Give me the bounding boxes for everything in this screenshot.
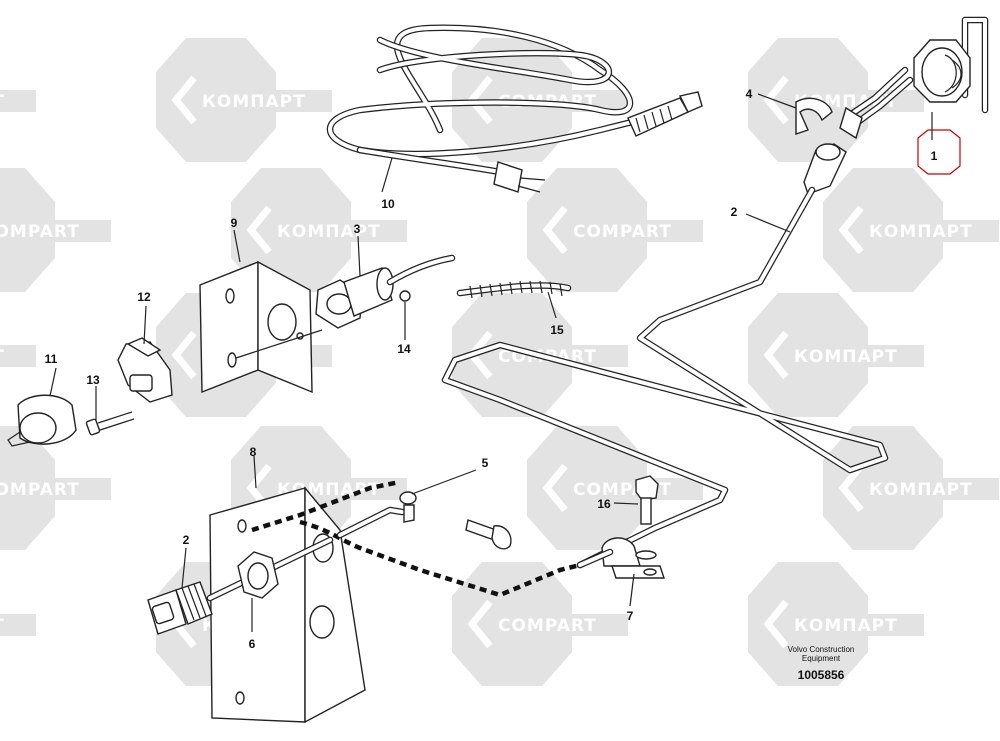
watermark-logo-icon	[246, 205, 272, 255]
watermark-text: COMPART	[0, 347, 5, 367]
watermark-band	[0, 614, 36, 636]
credit-block: Volvo Construction Equipment 1005856	[788, 645, 855, 682]
credit-company-line2: Equipment	[802, 654, 841, 663]
watermark-band	[788, 614, 924, 636]
watermark-logo-icon	[838, 463, 864, 513]
wire-routing-dashed	[251, 479, 581, 598]
watermark-tile: COMPART	[527, 168, 703, 292]
parts-drawing	[7, 16, 989, 724]
extension-cable-10	[326, 24, 703, 193]
protective-cap-11	[7, 394, 77, 447]
heater-element-1	[839, 16, 989, 140]
cable-lug-5	[336, 491, 512, 550]
watermark-tile: COMPART	[0, 168, 111, 292]
watermark-tile: COMPART	[0, 614, 36, 636]
clamp-7	[576, 537, 665, 579]
callout-7: 7	[627, 609, 634, 623]
watermark-logo-icon	[763, 330, 789, 380]
callout-12: 12	[137, 290, 151, 304]
watermark-tile: КОМПАРТ	[156, 38, 332, 162]
screw-13	[85, 411, 135, 436]
bolt-16	[635, 475, 659, 560]
callout-15: 15	[550, 323, 564, 337]
watermark-tile: COMPART	[0, 90, 36, 112]
watermark-band	[0, 90, 36, 112]
cover-12	[117, 337, 173, 403]
watermark-text: COMPART	[0, 222, 80, 242]
callout-2-upper: 2	[731, 205, 738, 219]
heater-tube-2	[441, 143, 889, 569]
watermark-logo-icon	[542, 205, 568, 255]
watermark-band	[0, 478, 111, 500]
watermark-text: КОМПАРТ	[202, 92, 306, 112]
leader-lines	[49, 93, 933, 632]
callout-1: 1	[931, 149, 938, 163]
document-number: 1005856	[798, 668, 845, 682]
watermark-text: КОМПАРТ	[794, 347, 898, 367]
watermark-band	[0, 220, 111, 242]
watermark-band	[271, 220, 407, 242]
watermark-tile: КОМПАРТ	[823, 426, 999, 550]
callout-2-lower: 2	[183, 533, 190, 547]
watermark-band	[863, 478, 999, 500]
callout-8: 8	[250, 445, 257, 459]
callout-labels: 1 2 2 3 4 5 6 7 8 9 10 11 12 13 14 15 16	[45, 87, 938, 651]
watermark-tile: КОМПАРТ	[823, 168, 999, 292]
watermark-text: КОМПАРТ	[869, 480, 973, 500]
nut-6	[237, 551, 279, 599]
clip-4	[795, 97, 833, 135]
watermark-band	[492, 614, 628, 636]
callout-5: 5	[482, 456, 489, 470]
watermark-logo-icon	[838, 205, 864, 255]
watermark-logo-icon	[763, 75, 789, 125]
watermark-tile: COMPART	[0, 426, 111, 550]
callout-16: 16	[597, 497, 611, 511]
watermark-text: COMPART	[0, 480, 80, 500]
watermark-logo-icon	[171, 75, 197, 125]
watermark-text: COMPART	[0, 92, 5, 112]
callout-11: 11	[45, 352, 58, 366]
watermark-band	[567, 478, 703, 500]
watermark-text: КОМПАРТ	[794, 616, 898, 636]
spiral-hose-15	[456, 280, 572, 299]
credit-company-line1: Volvo Construction	[788, 645, 855, 654]
watermark-band	[863, 220, 999, 242]
watermark-logo-icon	[171, 330, 197, 380]
callout-3: 3	[354, 222, 361, 236]
watermark-text: COMPART	[498, 616, 597, 636]
watermark-band	[788, 345, 924, 367]
watermark-band	[0, 345, 36, 367]
callout-6: 6	[249, 637, 256, 651]
watermark-logo-icon	[542, 463, 568, 513]
watermark-text: COMPART	[0, 616, 5, 636]
watermark-text: COMPART	[573, 222, 672, 242]
watermark-band	[196, 90, 332, 112]
watermark-band	[567, 220, 703, 242]
watermark-text: КОМПАРТ	[869, 222, 973, 242]
callout-4: 4	[746, 87, 753, 101]
watermark-tile: КОМПАРТ	[231, 168, 407, 292]
callout-1-highlight-frame	[917, 129, 961, 175]
watermark-logo-icon	[467, 599, 493, 649]
mounting-plate-9	[199, 260, 323, 394]
watermark-text: КОМПАРТ	[277, 222, 381, 242]
callout-10: 10	[381, 197, 395, 211]
watermark-tile: COMPART	[452, 562, 628, 686]
watermark-tile: COMPART	[0, 345, 36, 367]
callout-13: 13	[86, 373, 100, 387]
watermark-logo-icon	[763, 599, 789, 649]
watermark-tile: КОМПАРТ	[748, 562, 924, 686]
callout-14: 14	[397, 342, 411, 356]
callout-9: 9	[231, 216, 238, 230]
watermark-tile: КОМПАРТ	[748, 293, 924, 417]
socket-3	[315, 254, 456, 329]
